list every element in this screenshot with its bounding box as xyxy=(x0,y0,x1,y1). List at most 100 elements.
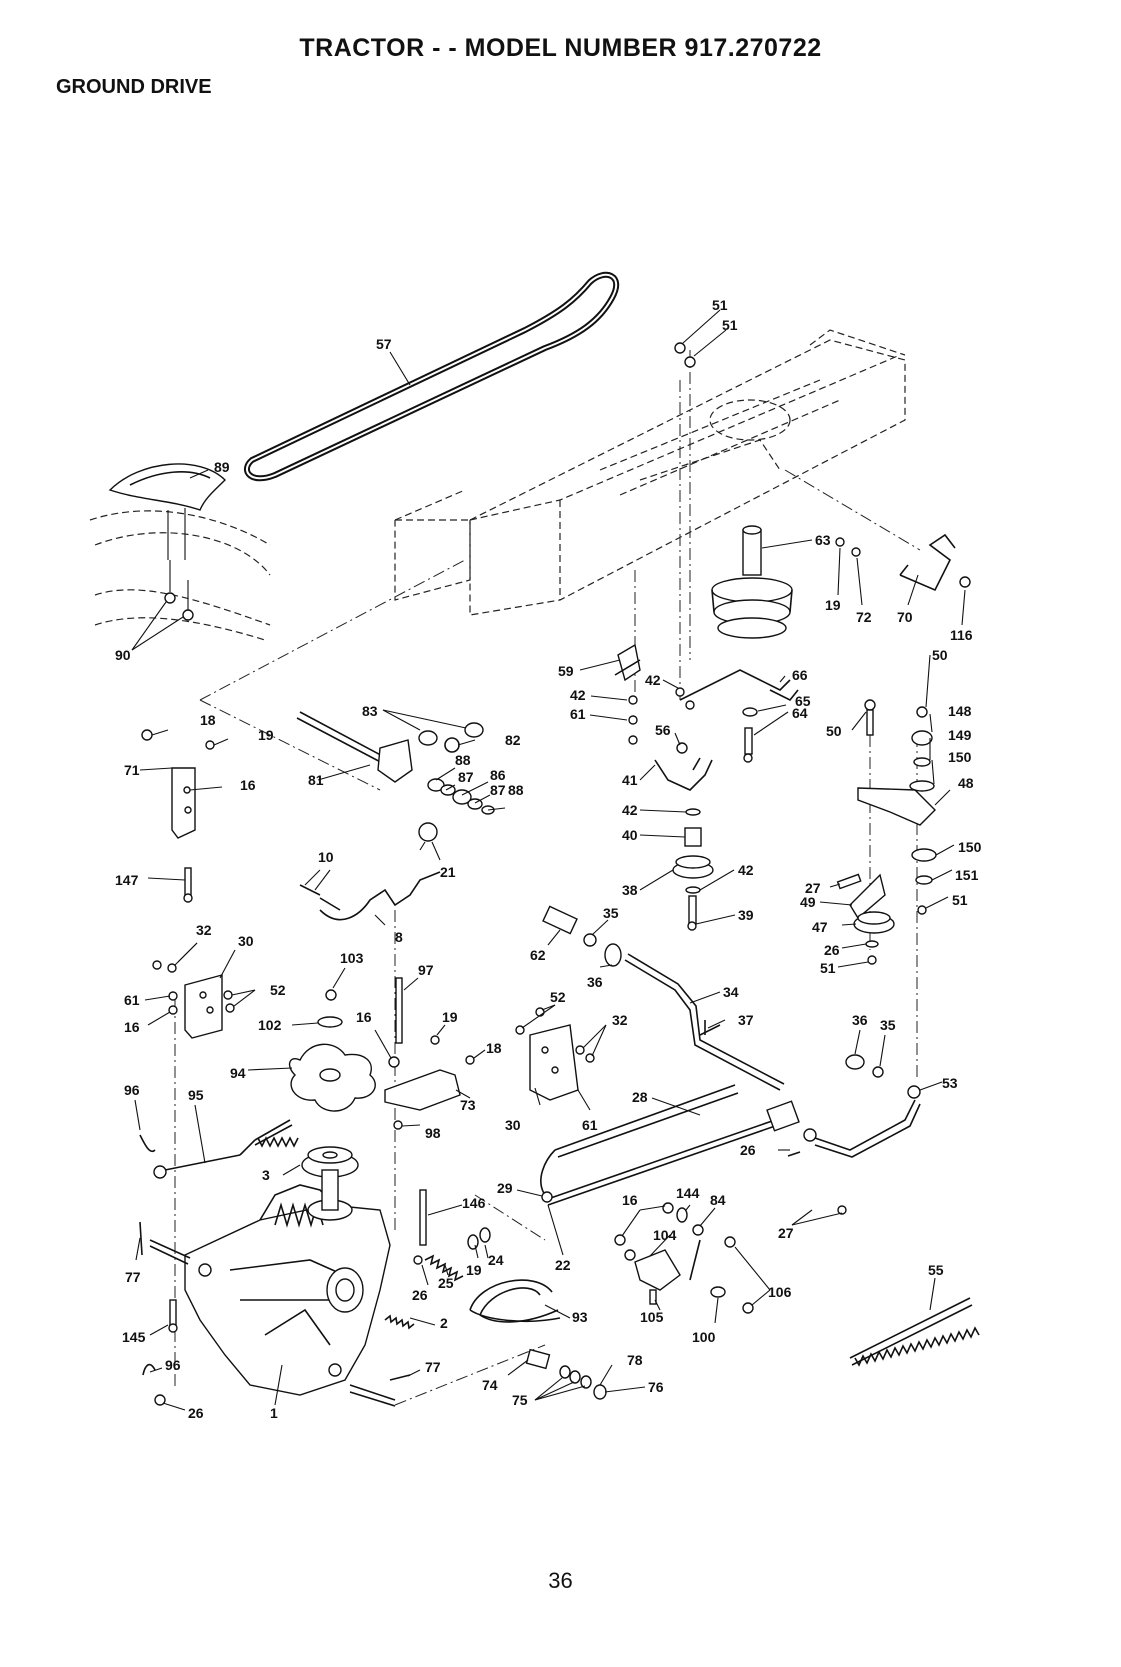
callout-100: 100 xyxy=(692,1329,716,1345)
callout-29: 29 xyxy=(497,1180,513,1196)
callout-28: 28 xyxy=(632,1089,648,1105)
part-36-35-washers xyxy=(845,1054,884,1078)
part-28-rod xyxy=(540,1084,921,1215)
callout-51: 51 xyxy=(712,297,728,313)
callout-26: 26 xyxy=(740,1142,756,1158)
callout-96: 96 xyxy=(165,1357,181,1373)
callout-16: 16 xyxy=(622,1192,638,1208)
callout-51: 51 xyxy=(952,892,968,908)
callout-98: 98 xyxy=(425,1125,441,1141)
part-25-spring xyxy=(413,1189,491,1282)
part-30-bracket-center xyxy=(515,1007,595,1101)
callout-81: 81 xyxy=(308,772,324,788)
callout-73: 73 xyxy=(460,1097,476,1113)
callout-16: 16 xyxy=(240,777,256,793)
callout-53: 53 xyxy=(942,1075,958,1091)
callout-86: 86 xyxy=(490,767,506,783)
part-63-idler-pulley xyxy=(711,525,793,639)
callout-1: 1 xyxy=(270,1405,278,1421)
callout-16: 16 xyxy=(356,1009,372,1025)
part-38-pulley-stack xyxy=(672,808,714,931)
callout-94: 94 xyxy=(230,1065,246,1081)
callout-56: 56 xyxy=(655,722,671,738)
callout-87: 87 xyxy=(490,782,506,798)
callout-30: 30 xyxy=(505,1117,521,1133)
callout-2: 2 xyxy=(440,1315,448,1331)
callout-66: 66 xyxy=(792,667,808,683)
callout-104: 104 xyxy=(653,1227,677,1243)
callout-39: 39 xyxy=(738,907,754,923)
callout-96: 96 xyxy=(124,1082,140,1098)
part-30-bracket-left xyxy=(152,960,235,1039)
callout-59: 59 xyxy=(558,663,574,679)
part-70-bracket xyxy=(899,533,971,592)
callout-93: 93 xyxy=(572,1309,588,1325)
callout-35: 35 xyxy=(603,905,619,921)
callout-105: 105 xyxy=(640,1309,664,1325)
callout-116: 116 xyxy=(950,627,973,643)
callout-30: 30 xyxy=(238,933,254,949)
callout-40: 40 xyxy=(622,827,638,843)
callout-64: 64 xyxy=(792,705,808,721)
callout-16: 16 xyxy=(124,1019,140,1035)
callout-148: 148 xyxy=(948,703,972,719)
callout-27: 27 xyxy=(778,1225,794,1241)
callout-146: 146 xyxy=(462,1195,486,1211)
part-95-rod xyxy=(139,1119,299,1179)
callout-51: 51 xyxy=(820,960,836,976)
part-77-pin xyxy=(389,1374,411,1381)
callout-87: 87 xyxy=(458,769,474,785)
callout-37: 37 xyxy=(738,1012,754,1028)
callout-77: 77 xyxy=(425,1359,441,1375)
callout-72: 72 xyxy=(856,609,872,625)
callout-89: 89 xyxy=(214,459,230,475)
callout-35: 35 xyxy=(880,1017,896,1033)
callout-74: 74 xyxy=(482,1377,498,1393)
callout-102: 102 xyxy=(258,1017,282,1033)
callout-62: 62 xyxy=(530,947,546,963)
part-1-transaxle xyxy=(149,1169,396,1407)
callout-57: 57 xyxy=(376,336,392,352)
callout-61: 61 xyxy=(582,1117,598,1133)
part-59-bracket xyxy=(614,643,695,745)
part-71-bracket xyxy=(141,729,215,903)
part-145-bolt xyxy=(139,1221,178,1406)
callout-50: 50 xyxy=(932,647,948,663)
callout-42: 42 xyxy=(622,802,638,818)
callout-149: 149 xyxy=(948,727,972,743)
callout-52: 52 xyxy=(270,982,286,998)
callout-42: 42 xyxy=(738,862,754,878)
callout-75: 75 xyxy=(512,1392,528,1408)
callout-51: 51 xyxy=(722,317,738,333)
part-81-shaft xyxy=(296,711,495,815)
callout-18: 18 xyxy=(486,1040,502,1056)
callout-19: 19 xyxy=(825,597,841,613)
tractor-frame xyxy=(394,329,906,616)
callout-labels: 57 51 51 89 90 63 19 72 70 116 66 65 64 … xyxy=(115,297,982,1421)
part-19-72-hardware xyxy=(835,537,861,557)
callout-151: 151 xyxy=(955,867,979,883)
part-34-rod xyxy=(542,905,785,1091)
callout-82: 82 xyxy=(505,732,521,748)
fender-outline xyxy=(89,510,271,641)
callout-150: 150 xyxy=(948,749,972,765)
callout-84: 84 xyxy=(710,1192,726,1208)
callout-3: 3 xyxy=(262,1167,270,1183)
callout-26: 26 xyxy=(412,1287,428,1303)
callout-71: 71 xyxy=(124,762,140,778)
callout-88: 88 xyxy=(455,752,471,768)
callout-65: 65 xyxy=(795,693,811,709)
callout-32: 32 xyxy=(612,1012,628,1028)
part-48-idler-stack xyxy=(857,699,937,915)
callout-19: 19 xyxy=(442,1009,458,1025)
callout-19: 19 xyxy=(466,1262,482,1278)
callout-42: 42 xyxy=(645,672,661,688)
callout-36: 36 xyxy=(587,974,603,990)
callout-55: 55 xyxy=(928,1262,944,1278)
callout-52: 52 xyxy=(550,989,566,1005)
page-number: 36 xyxy=(548,1568,573,1593)
callout-38: 38 xyxy=(622,882,638,898)
callout-61: 61 xyxy=(570,706,586,722)
callout-95: 95 xyxy=(188,1087,204,1103)
callout-78: 78 xyxy=(627,1352,643,1368)
